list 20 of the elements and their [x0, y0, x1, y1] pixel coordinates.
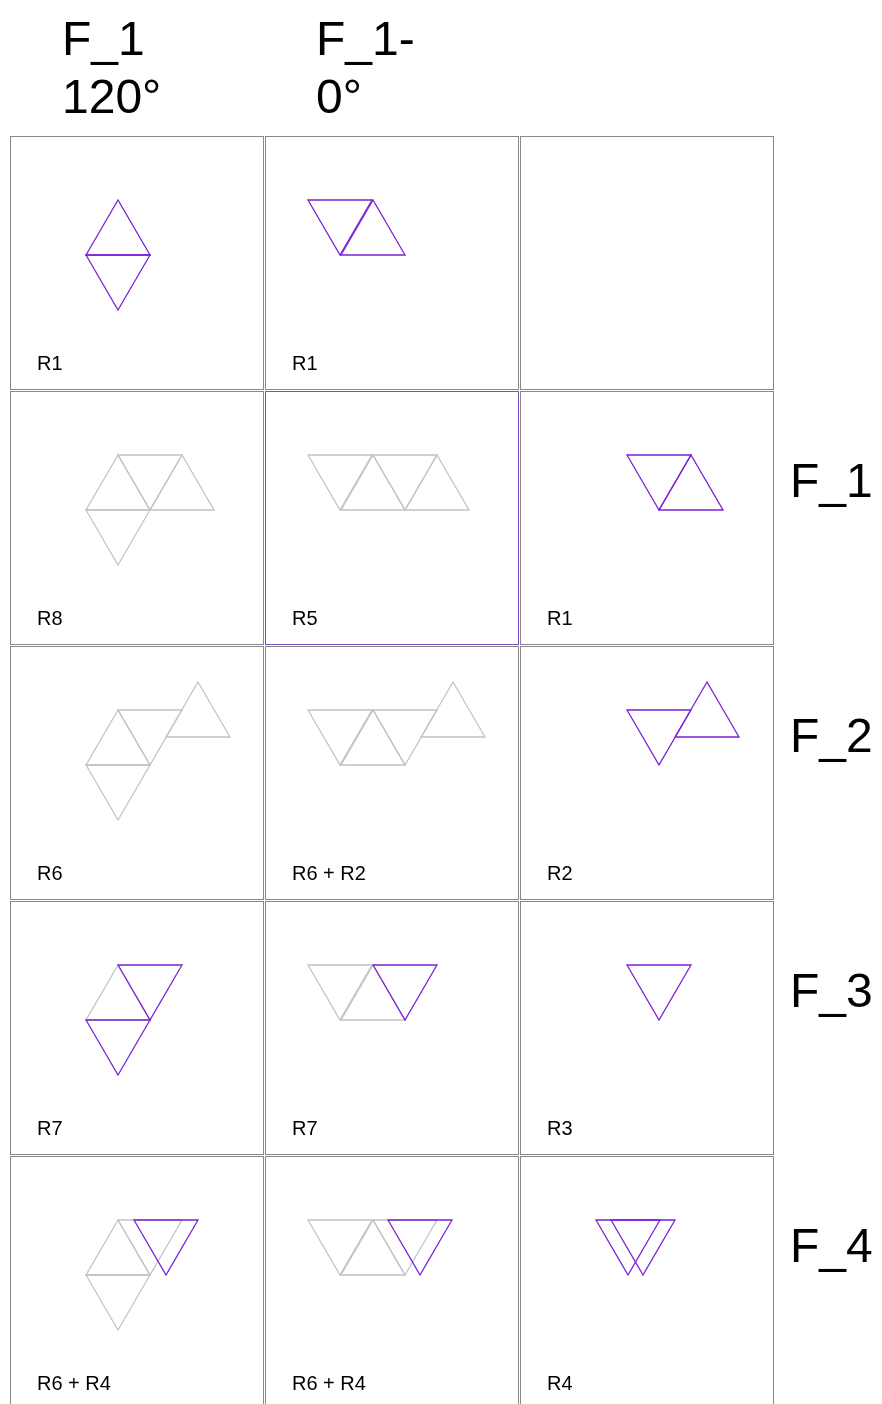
cell-caption: R6 + R2	[292, 861, 366, 885]
cell-caption: R1	[292, 351, 318, 375]
cell-caption: R6 + R4	[292, 1371, 366, 1395]
cell-caption: R7	[292, 1116, 318, 1140]
row-heading: F_2	[790, 708, 873, 764]
cell-caption: R3	[547, 1116, 573, 1140]
row-heading: F_3	[790, 963, 873, 1019]
cell-caption: R1	[547, 606, 573, 630]
cell-caption: R2	[547, 861, 573, 885]
cell-caption: R5	[292, 606, 318, 630]
cell-caption: R1	[37, 351, 63, 375]
cell-caption: R8	[37, 606, 63, 630]
row-heading: F_4	[790, 1218, 873, 1274]
cell-caption: R6	[37, 861, 63, 885]
row-heading: F_1	[790, 453, 873, 509]
cell-caption: R6 + R4	[37, 1371, 111, 1395]
column-heading: F_1 120°	[62, 11, 163, 125]
column-heading: F_1- 0°	[316, 11, 416, 125]
cell-caption: R4	[547, 1371, 573, 1395]
cell-caption: R7	[37, 1116, 63, 1140]
